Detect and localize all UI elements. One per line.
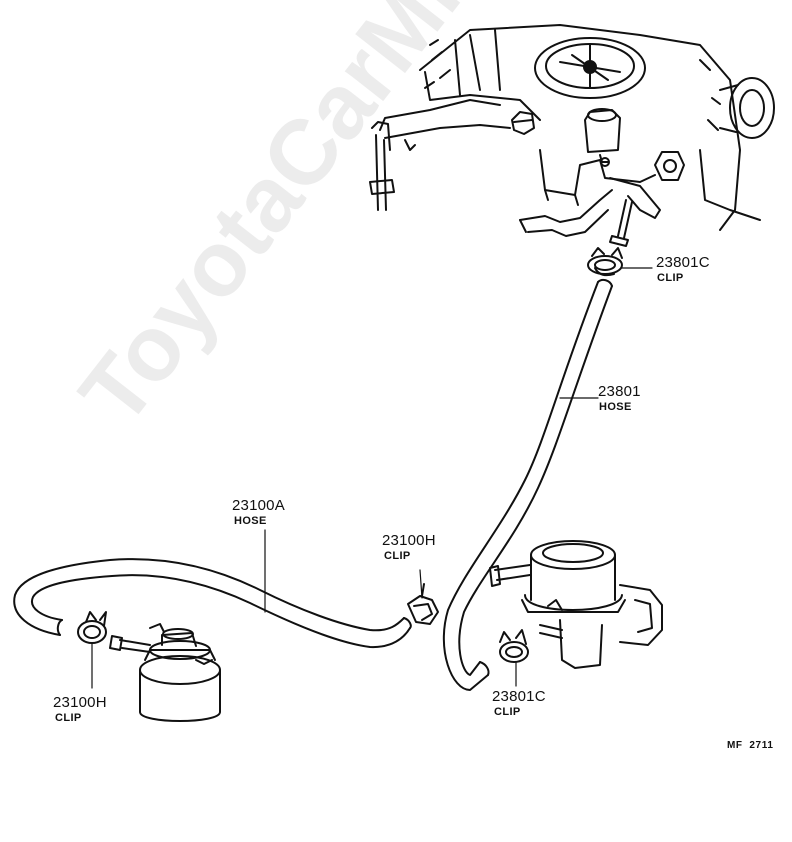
label-clip-left-name: CLIP (55, 712, 82, 724)
carburetor-assembly (369, 24, 775, 247)
label-clip-top-name: CLIP (657, 272, 684, 284)
label-clip-top-number: 23801C (656, 254, 710, 271)
label-hose-right-number: 23801 (598, 383, 641, 400)
label-hose-left-number: 23100A (232, 497, 285, 514)
clip-left (77, 611, 107, 644)
figure-code: MF 2711 (727, 740, 774, 751)
fuel-pump (489, 540, 663, 669)
label-clip-bottom-number: 23801C (492, 688, 546, 705)
hose-23100a (13, 558, 412, 649)
hose-23801 (442, 278, 613, 691)
label-clip-bottom-name: CLIP (494, 706, 521, 718)
label-clip-left-number: 23100H (53, 694, 107, 711)
fuel-filter (109, 623, 221, 722)
label-clip-middle-name: CLIP (384, 550, 411, 562)
clip-middle (407, 583, 439, 625)
label-hose-right-name: HOSE (599, 401, 632, 413)
clip-bottom (499, 629, 529, 663)
clip-top (587, 247, 623, 277)
leader-lines (91, 267, 653, 689)
label-clip-middle-number: 23100H (382, 532, 436, 549)
label-hose-left-name: HOSE (234, 515, 267, 527)
